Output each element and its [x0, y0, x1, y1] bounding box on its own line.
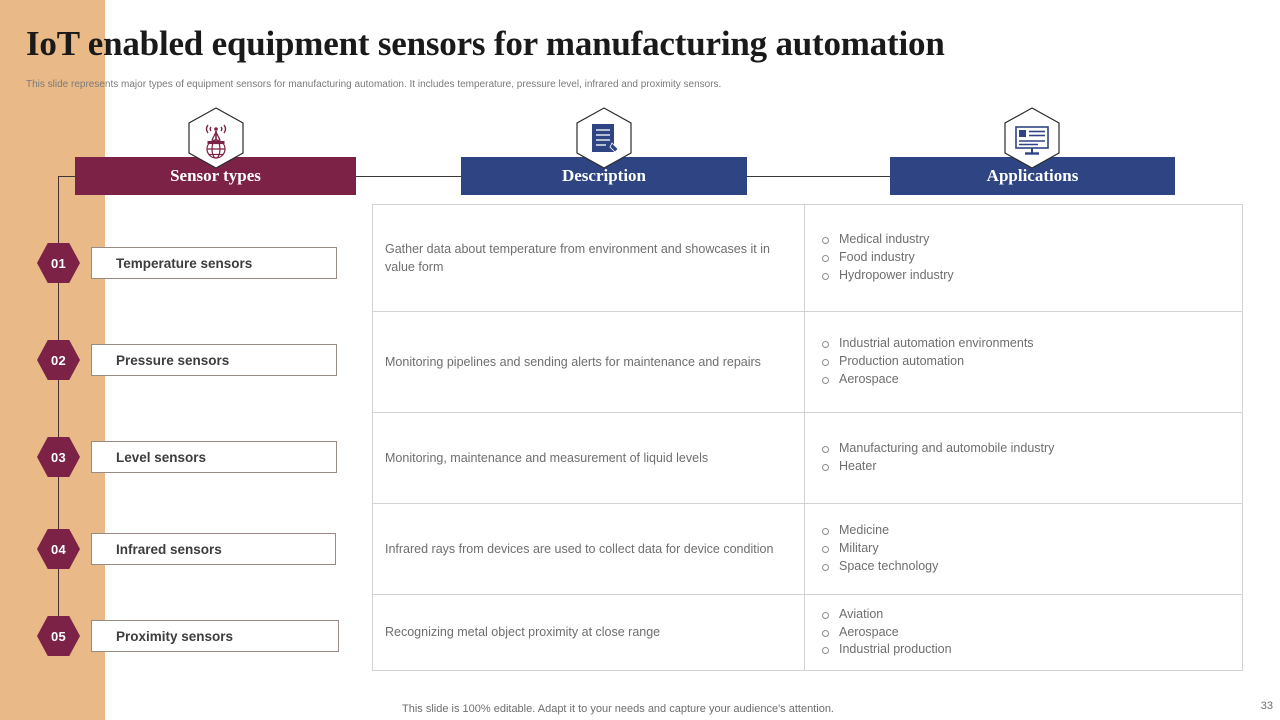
- step-badge-03: 03: [37, 437, 80, 477]
- list-item: Military: [819, 540, 938, 558]
- page-subtitle: This slide represents major types of equ…: [26, 79, 722, 90]
- sensor-label-proximity[interactable]: Proximity sensors: [91, 620, 339, 652]
- step-number: 03: [50, 449, 67, 465]
- table-row: Gather data about temperature from envir…: [373, 205, 1242, 312]
- monitor-screen-icon: [1004, 107, 1060, 169]
- sensor-label-pressure[interactable]: Pressure sensors: [91, 344, 337, 376]
- page-title: IoT enabled equipment sensors for manufa…: [26, 24, 945, 63]
- list-item: Medicine: [819, 522, 938, 540]
- applications-list: Manufacturing and automobile industry He…: [819, 440, 1054, 476]
- step-badge-02: 02: [37, 340, 80, 380]
- list-item: Manufacturing and automobile industry: [819, 440, 1054, 458]
- description-text: Monitoring pipelines and sending alerts …: [385, 354, 761, 369]
- sensor-label-text: Pressure sensors: [116, 352, 230, 368]
- step-badge-05: 05: [37, 616, 80, 656]
- description-cell: Monitoring pipelines and sending alerts …: [373, 312, 805, 412]
- description-cell: Infrared rays from devices are used to c…: [373, 504, 805, 594]
- step-number: 04: [50, 541, 67, 557]
- content-table: Gather data about temperature from envir…: [372, 204, 1243, 671]
- sensor-label-infrared[interactable]: Infrared sensors: [91, 533, 336, 565]
- step-number: 02: [50, 352, 67, 368]
- description-cell: Recognizing metal object proximity at cl…: [373, 595, 805, 670]
- applications-list: Industrial automation environments Produ…: [819, 335, 1034, 388]
- list-item: Aerospace: [819, 371, 1034, 389]
- description-cell: Monitoring, maintenance and measurement …: [373, 413, 805, 503]
- list-item: Production automation: [819, 353, 1034, 371]
- sensor-label-temperature[interactable]: Temperature sensors: [91, 247, 337, 279]
- list-item: Industrial production: [819, 641, 952, 659]
- description-text: Infrared rays from devices are used to c…: [385, 541, 774, 556]
- applications-cell: Industrial automation environments Produ…: [805, 312, 1242, 412]
- applications-list: Medical industry Food industry Hydropowe…: [819, 231, 954, 284]
- step-number: 05: [50, 628, 67, 644]
- list-item: Medical industry: [819, 231, 954, 249]
- list-item: Heater: [819, 458, 1054, 476]
- applications-cell: Manufacturing and automobile industry He…: [805, 413, 1242, 503]
- list-item: Industrial automation environments: [819, 335, 1034, 353]
- vertical-rail: [58, 176, 59, 638]
- applications-cell: Medical industry Food industry Hydropowe…: [805, 205, 1242, 311]
- column-header-label: Applications: [986, 166, 1079, 185]
- rail-connector-left: [58, 176, 76, 177]
- description-text: Recognizing metal object proximity at cl…: [385, 625, 661, 640]
- applications-list: Aviation Aerospace Industrial production: [819, 606, 952, 659]
- hexagon-shape: [37, 529, 80, 569]
- document-pen-icon: [576, 107, 632, 169]
- column-header-label: Sensor types: [170, 166, 261, 185]
- sensor-label-level[interactable]: Level sensors: [91, 441, 337, 473]
- hexagon-shape: [37, 616, 80, 656]
- list-item: Space technology: [819, 558, 938, 576]
- sensor-antenna-globe-icon: [188, 107, 244, 169]
- list-item: Aviation: [819, 606, 952, 624]
- table-row: Infrared rays from devices are used to c…: [373, 504, 1242, 595]
- description-text: Gather data about temperature from envir…: [385, 241, 770, 274]
- step-badge-01: 01: [37, 243, 80, 283]
- list-item: Aerospace: [819, 624, 952, 642]
- header-connector-1: [356, 176, 462, 177]
- column-header-label: Description: [561, 166, 647, 185]
- sensor-label-text: Infrared sensors: [116, 541, 222, 557]
- applications-list: Medicine Military Space technology: [819, 522, 938, 575]
- header-connector-2: [747, 176, 891, 177]
- step-badge-04: 04: [37, 529, 80, 569]
- list-item: Food industry: [819, 249, 954, 267]
- page-number: 33: [1260, 700, 1273, 712]
- description-text: Monitoring, maintenance and measurement …: [385, 450, 709, 465]
- footer-note: This slide is 100% editable. Adapt it to…: [402, 703, 834, 715]
- table-row: Monitoring pipelines and sending alerts …: [373, 312, 1242, 413]
- applications-cell: Aviation Aerospace Industrial production: [805, 595, 1242, 670]
- table-row: Monitoring, maintenance and measurement …: [373, 413, 1242, 504]
- sensor-label-text: Level sensors: [116, 449, 207, 465]
- sensor-label-text: Temperature sensors: [116, 255, 253, 271]
- step-number: 01: [50, 255, 67, 271]
- applications-cell: Medicine Military Space technology: [805, 504, 1242, 594]
- sensor-label-text: Proximity sensors: [116, 628, 234, 644]
- description-cell: Gather data about temperature from envir…: [373, 205, 805, 311]
- list-item: Hydropower industry: [819, 267, 954, 285]
- table-row: Recognizing metal object proximity at cl…: [373, 595, 1242, 670]
